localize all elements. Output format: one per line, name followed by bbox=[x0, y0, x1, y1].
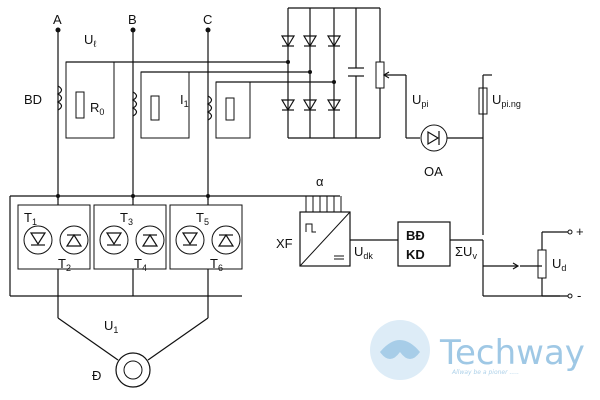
label-minus: - bbox=[577, 288, 581, 303]
label-i1: I1 bbox=[180, 92, 189, 109]
label-ud: Ud bbox=[552, 256, 566, 273]
label-t3: T3 bbox=[120, 210, 133, 227]
label-udk: Udk bbox=[354, 244, 373, 261]
label-t2: T2 bbox=[58, 256, 71, 273]
reference-block bbox=[406, 74, 492, 235]
label-a: A bbox=[53, 12, 62, 27]
diode-bridge bbox=[280, 7, 407, 139]
label-c: C bbox=[203, 12, 212, 27]
label-ul: Uℓ bbox=[84, 32, 97, 49]
labels: A B C Uℓ BD R0 I1 Upi Upi.ng OA α XF Udk… bbox=[24, 12, 584, 383]
coil-a bbox=[56, 85, 63, 111]
coil-b bbox=[131, 91, 138, 117]
label-t4: T4 bbox=[134, 256, 147, 273]
label-plus: + bbox=[576, 224, 584, 239]
label-u1: U1 bbox=[104, 318, 118, 335]
techway-watermark: Techway Allway be a pioner ..... bbox=[370, 320, 585, 380]
label-upi: Upi bbox=[412, 92, 428, 109]
label-motor: Đ bbox=[92, 368, 101, 383]
output-ud bbox=[520, 229, 573, 299]
label-t1: T1 bbox=[24, 210, 37, 227]
label-sigma-uv: ΣUv bbox=[455, 244, 477, 261]
label-bd: BD bbox=[24, 92, 42, 107]
label-b: B bbox=[128, 12, 137, 27]
label-alpha: α bbox=[316, 174, 324, 189]
label-bd-block: BĐ bbox=[406, 228, 425, 243]
current-sensor-block bbox=[56, 61, 334, 139]
label-xf: XF bbox=[276, 236, 293, 251]
label-oa: OA bbox=[424, 164, 443, 179]
resistor-b bbox=[150, 95, 160, 121]
techway-logo-icon bbox=[370, 320, 430, 380]
label-t5: T5 bbox=[196, 210, 209, 227]
watermark-brand: Techway bbox=[439, 333, 585, 373]
resistor-r0 bbox=[75, 91, 85, 119]
label-upi-ng: Upi.ng bbox=[492, 92, 521, 109]
resistor-c bbox=[225, 97, 235, 121]
label-t6: T6 bbox=[210, 256, 223, 273]
label-kd-block: KD bbox=[406, 247, 425, 262]
coil-c bbox=[206, 95, 213, 121]
motor bbox=[57, 296, 209, 388]
watermark-tagline: Allway be a pioner ..... bbox=[451, 369, 519, 376]
label-r0: R0 bbox=[90, 100, 104, 117]
phase-lines bbox=[55, 27, 211, 200]
thyristor-bridge bbox=[9, 194, 300, 297]
pulse-shaper-xf bbox=[299, 195, 398, 267]
